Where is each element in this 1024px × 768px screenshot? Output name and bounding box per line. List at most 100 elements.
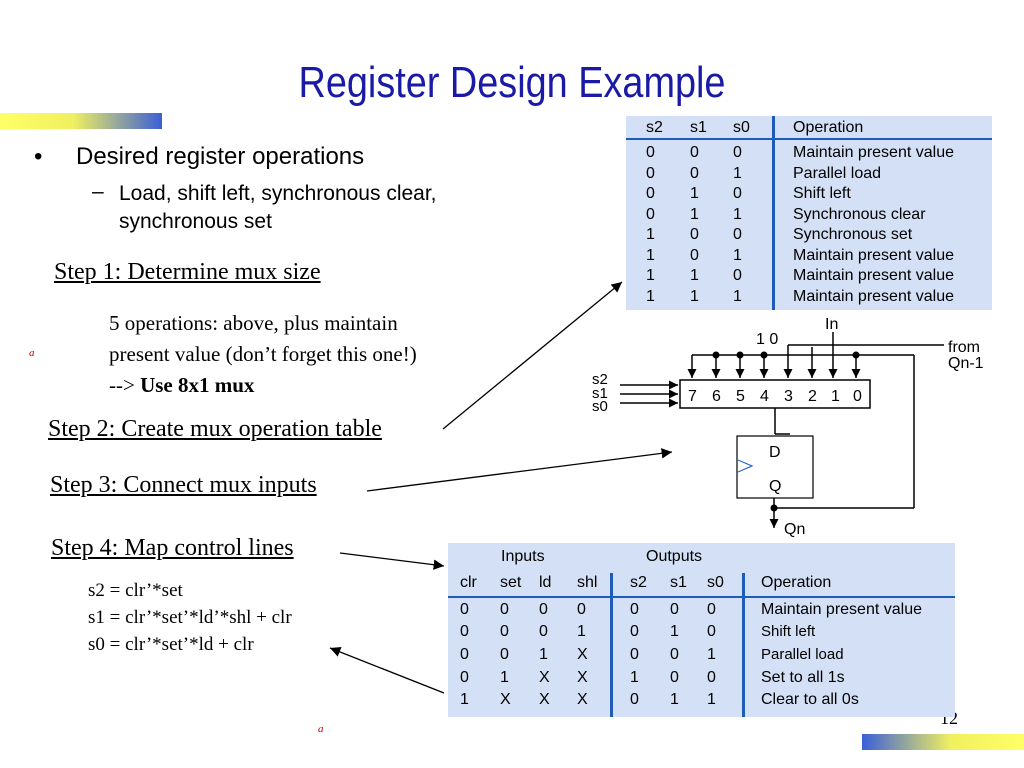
mux-input-label-3: 4 [760, 388, 769, 405]
step-1-body: 5 operations: above, plus maintain prese… [109, 308, 417, 401]
from-label: from [948, 339, 980, 356]
slide-title: Register Design Example [298, 58, 726, 107]
mux-row-6-s0: 0 [733, 267, 742, 284]
select-label-s2: s2 [592, 371, 608, 388]
control-row-2-clr: 0 [460, 646, 469, 663]
mux-input-label-4: 3 [784, 388, 793, 405]
control-row-0-s2: 0 [630, 601, 639, 618]
mux-row-1-operation: Parallel load [793, 164, 882, 182]
header-s1: s1 [690, 119, 707, 136]
control-row-4-operation: Clear to all 0s [761, 691, 859, 708]
control-row-1-clr: 0 [460, 623, 469, 640]
mux-row-0-s2: 0 [646, 144, 655, 161]
output-junction-dot [770, 504, 778, 512]
table-column-rule [772, 116, 775, 310]
mux-row-3-s0: 1 [733, 205, 742, 223]
step-1-body-line-1: 5 operations: above, plus maintain [109, 311, 398, 335]
header-operation: Operation [793, 119, 864, 136]
control-header-s0: s0 [707, 574, 724, 591]
sub-bullet-text: Load, shift left, synchronous clear, syn… [119, 180, 437, 236]
control-row-0-s0: 0 [707, 601, 716, 618]
control-row-4-s1: 1 [670, 691, 679, 708]
mux-row-2-s2: 0 [646, 185, 655, 202]
control-row-4-set: X [500, 691, 511, 708]
equation-s1: s1 = clr’*set’*ld’*shl + clr [88, 607, 292, 628]
mux-row-0-s1: 0 [690, 144, 699, 161]
connector-step-4 [339, 552, 445, 570]
control-row-0-clr: 0 [460, 601, 469, 618]
connector-step-2 [442, 281, 623, 430]
table-header-rule [626, 138, 992, 140]
mux-input-label-5: 2 [808, 388, 817, 405]
control-row-1-operation: Shift left [761, 623, 816, 640]
decorative-bar-right [862, 734, 1024, 750]
control-row-4-clr: 1 [460, 691, 469, 708]
mux-row-6-s1: 1 [690, 267, 699, 284]
header-s2: s2 [646, 119, 663, 136]
control-row-4-ld: X [539, 691, 550, 708]
group-outputs-label: Outputs [646, 548, 703, 565]
control-row-3-shl: X [577, 669, 588, 686]
arrow-text: --> [109, 373, 135, 397]
mux-row-4-s0: 0 [733, 226, 742, 243]
control-row-3-set: 1 [500, 669, 509, 686]
stray-mark-1: a [29, 347, 35, 359]
in-label: In [825, 316, 838, 333]
mux-row-2-s0: 0 [733, 185, 742, 202]
mux-box [679, 379, 871, 409]
mux-row-1-s0: 1 [733, 164, 742, 182]
control-row-1-s0: 0 [707, 623, 716, 640]
control-row-4-s2: 0 [630, 691, 639, 708]
select-label-s1: s1 [592, 385, 608, 402]
decorative-bar-left [0, 113, 162, 129]
mux-row-5-s1: 0 [690, 246, 699, 264]
control-header-clr: clr [460, 574, 477, 591]
sub-bullet-dash: – [92, 180, 104, 203]
ff-d-label: D [769, 444, 781, 461]
mux-row-4-s2: 1 [646, 226, 655, 243]
qn1-label: Qn-1 [948, 355, 984, 372]
control-row-4-s0: 1 [707, 691, 716, 708]
control-row-2-s2: 0 [630, 646, 639, 663]
step-1-body-line-3: --> Use 8x1 mux [109, 370, 417, 401]
junction-dot-5 [736, 351, 744, 359]
junction-dot-4 [760, 351, 768, 359]
control-row-4-shl: X [577, 691, 588, 708]
mux-row-5-operation: Maintain present value [793, 246, 954, 264]
mux-input-label-6: 1 [831, 388, 840, 405]
step-2-heading: Step 2: Create mux operation table [48, 416, 382, 442]
sub-bullet-line-2: synchronous set [119, 210, 272, 233]
mux-row-5-s2: 1 [646, 246, 655, 264]
mux-row-4-s1: 0 [690, 226, 699, 243]
mux-row-1-s1: 0 [690, 164, 699, 182]
step-3-heading: Step 3: Connect mux inputs [50, 472, 317, 498]
control-row-1-s1: 1 [670, 623, 679, 640]
use-mux-text: Use 8x1 mux [140, 373, 255, 397]
control-header-s1: s1 [670, 574, 687, 591]
control-row-0-shl: 0 [577, 601, 586, 618]
mux-input-label-2: 5 [736, 388, 745, 405]
control-row-3-ld: X [539, 669, 550, 686]
mux-row-4-operation: Synchronous set [793, 226, 913, 243]
mux-row-1-s2: 0 [646, 164, 655, 182]
control-equations: s2 = clr’*set s1 = clr’*set’*ld’*shl + c… [88, 577, 292, 658]
mux-row-7-s1: 1 [690, 287, 699, 305]
connector-equations [329, 646, 445, 694]
control-row-2-operation: Parallel load [761, 646, 844, 663]
step-4-heading: Step 4: Map control lines [51, 535, 294, 561]
equation-s0: s0 = clr’*set’*ld + clr [88, 634, 254, 655]
header-s0: s0 [733, 119, 750, 136]
control-row-3-clr: 0 [460, 669, 469, 686]
step-1-body-line-2: present value (don’t forget this one!) [109, 342, 417, 366]
clock-input-icon [737, 459, 754, 473]
select-label-s0: s0 [592, 398, 608, 415]
sub-bullet-line-1: Load, shift left, synchronous clear, [119, 182, 437, 205]
stray-mark-2: a [318, 723, 324, 735]
control-row-1-s2: 0 [630, 623, 639, 640]
control-row-2-s0: 1 [707, 646, 716, 663]
control-row-2-set: 0 [500, 646, 509, 663]
control-row-1-set: 0 [500, 623, 509, 640]
bullet-dot: • [34, 143, 43, 170]
